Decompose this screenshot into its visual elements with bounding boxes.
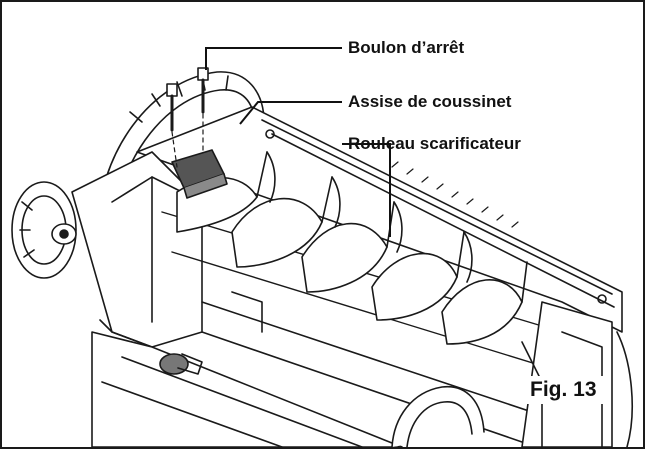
figure-caption: Fig. 13 [524,376,603,404]
scarifier-roller [161,151,563,373]
leader-scarifier-roller [342,143,391,237]
housing-top-plate [136,106,623,333]
shaft-end [159,353,203,375]
label-bearing-seat: Assise de coussinet [348,92,512,111]
front-right-wheel [391,385,485,447]
stop-bolts [166,67,209,168]
lower-frame [91,331,403,447]
leader-bearing-seat [239,101,342,125]
leader-stop-bolt [205,47,342,70]
label-scarifier-roller: Rouleau scarificateur [348,134,521,153]
label-stop-bolt: Boulon d’arrêt [348,38,465,57]
